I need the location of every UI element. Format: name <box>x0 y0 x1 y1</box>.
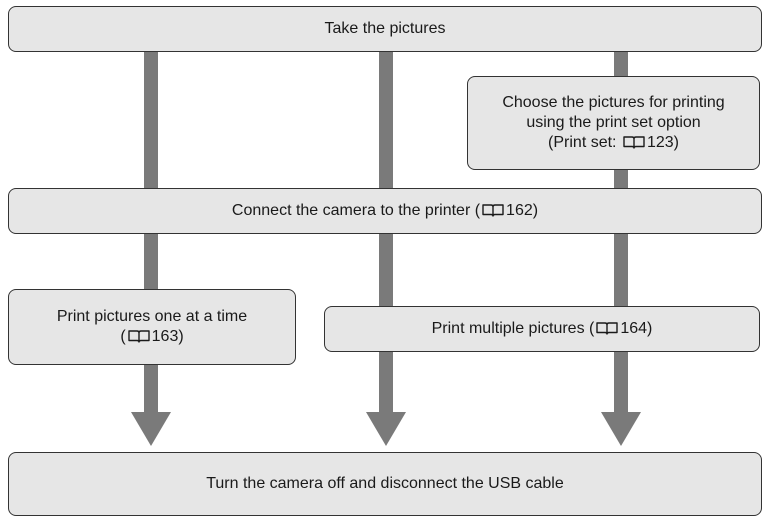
connector-left-upper <box>144 50 158 190</box>
choose-line-3-prefix: (Print set: <box>548 134 621 151</box>
multiple-suffix: 164) <box>620 320 653 337</box>
choose-line-1: Choose the pictures for printing <box>502 94 725 111</box>
multiple-prefix: Print multiple pictures ( <box>431 320 595 337</box>
step-connect-camera: Connect the camera to the printer ( 162) <box>8 188 762 234</box>
book-icon <box>596 322 619 335</box>
step-print-multiple: Print multiple pictures ( 164) <box>324 306 760 352</box>
step-print-one-at-a-time: Print pictures one at a time (163) <box>8 289 296 365</box>
choose-line-3-suffix: 123) <box>646 134 679 151</box>
book-icon <box>623 136 645 149</box>
step-turn-off-label: Turn the camera off and disconnect the U… <box>206 475 564 492</box>
step-take-pictures: Take the pictures <box>8 6 762 52</box>
one-line-2-suffix: 163) <box>151 328 184 345</box>
book-icon <box>482 204 504 217</box>
connector-middle-upper <box>379 50 393 190</box>
step-choose-pictures: Choose the pictures for printing using th… <box>467 76 760 170</box>
arrowhead-middle <box>366 412 406 446</box>
connect-prefix: Connect the camera to the printer ( <box>231 202 481 219</box>
step-choose-pictures-label: Choose the pictures for printing using th… <box>502 93 724 153</box>
connect-suffix: 162) <box>506 202 539 219</box>
one-line-2-prefix: ( <box>120 328 126 345</box>
one-line-1: Print pictures one at a time <box>56 308 248 325</box>
choose-line-2: using the print set option <box>526 114 701 131</box>
arrowhead-left <box>131 412 171 446</box>
step-take-pictures-label: Take the pictures <box>324 20 446 37</box>
step-connect-camera-label: Connect the camera to the printer ( 162) <box>232 201 538 221</box>
book-icon <box>127 330 150 343</box>
arrowhead-right <box>601 412 641 446</box>
step-print-multiple-label: Print multiple pictures ( 164) <box>432 319 653 339</box>
step-print-one-label: Print pictures one at a time (163) <box>57 307 247 347</box>
step-turn-off-camera: Turn the camera off and disconnect the U… <box>8 452 762 516</box>
